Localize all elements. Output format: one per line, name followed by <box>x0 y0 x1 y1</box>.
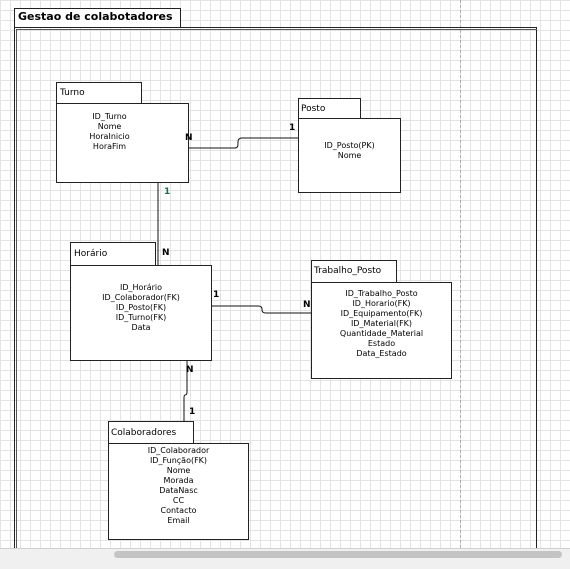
attribute: ID_Colaborador <box>147 446 210 455</box>
entity-turno-name: Turno <box>60 88 85 98</box>
horizontal-scrollbar-thumb[interactable] <box>114 551 562 558</box>
multiplicity-turno-posto-to: 1 <box>289 123 296 133</box>
attribute: ID_Função(FK) <box>149 456 208 465</box>
attribute: HoraFim <box>92 142 127 151</box>
relationship-turno-posto <box>172 137 300 149</box>
entity-trabalho-posto-name: Trabalho_Posto <box>314 266 382 276</box>
multiplicity-horario-colaboradores-to: 1 <box>189 407 196 417</box>
attribute: Data <box>131 323 151 332</box>
diagram-title: Gestao de colabotadores <box>18 10 173 23</box>
entity-posto-name: Posto <box>301 104 326 114</box>
relationship-horario-trabalho <box>212 305 312 314</box>
multiplicity-horario-colaboradores-from: N <box>186 365 194 375</box>
frame-tab <box>14 8 181 28</box>
attribute: ID_Equipamento(FK) <box>340 309 423 318</box>
multiplicity-horario-trabalho-from: 1 <box>213 290 220 300</box>
attribute: ID_Horário <box>119 283 163 292</box>
entity-colaboradores-name: Colaboradores <box>111 428 177 438</box>
attribute: ID_Posto(PK) <box>324 141 375 150</box>
attribute: Nome <box>166 466 191 475</box>
attribute: Contacto <box>160 506 197 515</box>
relationship-horario-colaboradores <box>183 360 188 422</box>
attribute: Nome <box>97 122 122 131</box>
attribute: Nome <box>337 151 362 160</box>
entity-turno[interactable]: ID_Turno Nome HoraInicio HoraFim <box>56 103 189 183</box>
attribute: Estado <box>367 339 396 348</box>
attribute: CC <box>172 496 185 505</box>
entity-posto[interactable]: ID_Posto(PK) Nome <box>298 118 401 193</box>
multiplicity-turno-horario-from: 1 <box>164 187 171 197</box>
attribute: Morada <box>163 476 194 485</box>
entity-colaboradores[interactable]: ID_Colaborador ID_Função(FK) Nome Morada… <box>108 443 249 540</box>
attribute: DataNasc <box>159 486 198 495</box>
attribute: ID_Colaborador(FK) <box>102 293 180 302</box>
page-boundary-guide <box>460 0 461 548</box>
attribute: ID_Horario(FK) <box>352 299 411 308</box>
entity-trabalho-posto[interactable]: ID_Trabalho_Posto ID_Horario(FK) ID_Equi… <box>311 282 452 379</box>
diagram-frame-inner <box>16 29 537 557</box>
entity-horario-name: Horário <box>74 249 108 259</box>
attribute: Data_Estado <box>356 349 407 358</box>
attribute: ID_Material(FK) <box>350 319 413 328</box>
entity-horario[interactable]: ID_Horário ID_Colaborador(FK) ID_Posto(F… <box>70 265 212 361</box>
attribute: Email <box>167 516 190 525</box>
attribute: HoraInicio <box>89 132 130 141</box>
attribute: Quantidade_Material <box>339 329 424 338</box>
multiplicity-turno-posto-from: N <box>185 133 193 143</box>
multiplicity-turno-horario-to: N <box>162 248 170 258</box>
attribute: ID_Turno <box>92 112 127 121</box>
attribute: ID_Trabalho_Posto <box>345 289 418 298</box>
attribute: ID_Turno(FK) <box>115 313 167 322</box>
attribute: ID_Posto(FK) <box>115 303 167 312</box>
multiplicity-horario-trabalho-to: N <box>303 300 311 310</box>
